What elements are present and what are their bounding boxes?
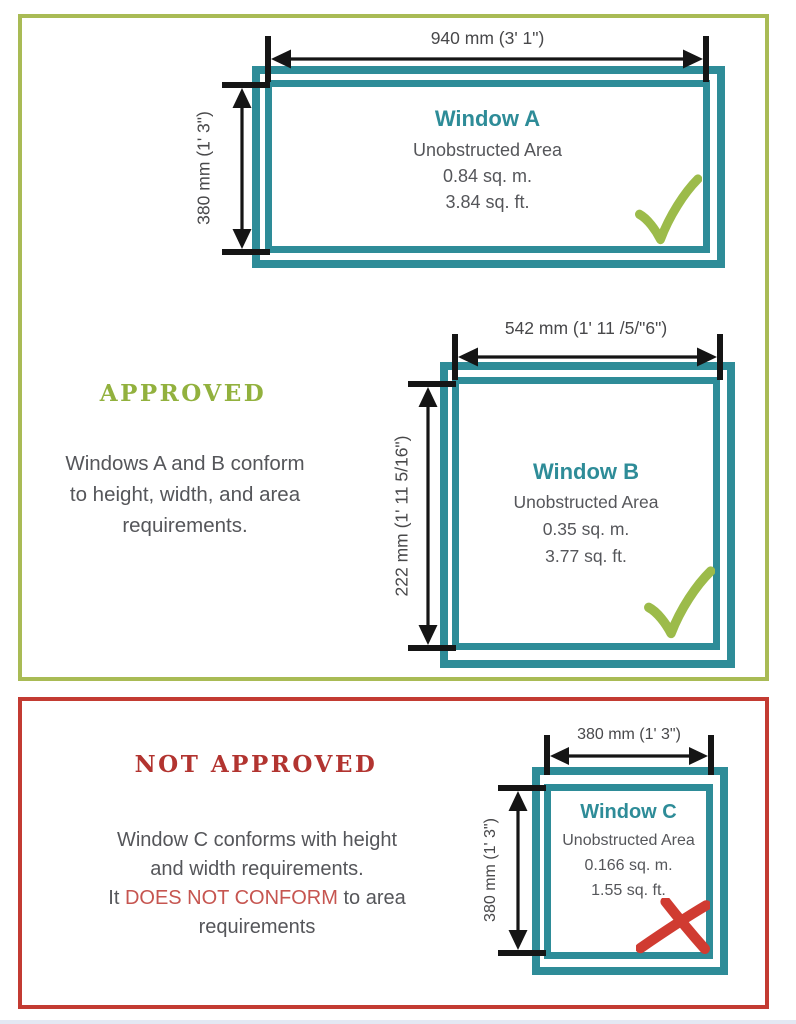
window-c-height-dimension-arrow	[498, 785, 546, 956]
window-b-width-dimension-arrow	[452, 334, 723, 380]
window-c-title: Window C	[580, 801, 677, 823]
does-not-conform-emphasis: DOES NOT CONFORM	[124, 887, 338, 909]
bottom-edge-strip	[0, 1020, 796, 1024]
window-c-text-block: Window C Unobstructed Area 0.166 sq. m. …	[547, 800, 710, 903]
window-a-title: Window A	[434, 106, 541, 131]
not-approved-description: Window C conforms with height and width …	[40, 826, 474, 942]
not-approved-description-line1: Window C conforms with height	[116, 829, 398, 851]
approved-description-line2: to height, width, and area	[69, 483, 301, 506]
not-approved-description-line2: and width requirements.	[150, 858, 364, 880]
window-a-height-dimension-label: 380 mm (1' 3")	[193, 111, 214, 225]
not-approved-section-box	[18, 697, 769, 1009]
window-a-outer-frame	[252, 66, 725, 268]
approved-heading: APPROVED	[99, 380, 267, 407]
window-a-area-label: Unobstructed Area	[412, 140, 563, 160]
line3-prefix: It	[108, 887, 125, 909]
not-approved-description-line3: It DOES NOT CONFORM to area	[40, 884, 474, 913]
window-c-x-mark-icon	[636, 898, 710, 954]
window-b-text-block: Window B Unobstructed Area 0.35 sq. m. 3…	[462, 458, 710, 570]
window-b-title: Window B	[532, 459, 640, 484]
window-c-width-dimension-arrow	[544, 735, 714, 775]
approved-section-box	[18, 14, 769, 681]
window-a-height-dimension-arrow	[222, 82, 270, 255]
window-c-area-imperial: 1.55 sq. ft.	[591, 882, 666, 899]
approved-description-line1: Windows A and B conform	[65, 452, 305, 475]
window-c-inner-frame	[544, 784, 713, 959]
window-a-area-imperial: 3.84 sq. ft.	[445, 192, 530, 212]
window-a-checkmark-icon	[635, 174, 702, 245]
window-a-area-metric: 0.84 sq. m.	[442, 166, 533, 186]
not-approved-description-line4: requirements	[198, 916, 316, 938]
window-b-width-dimension-label: 542 mm (1' 11 /5/"6")	[504, 318, 668, 338]
window-b-outer-frame	[440, 362, 735, 668]
window-b-inner-frame	[452, 377, 720, 650]
window-b-area-label: Unobstructed Area	[513, 492, 659, 512]
line3-suffix: to area	[337, 887, 406, 909]
window-a-width-dimension-label: 940 mm (3' 1")	[430, 28, 545, 48]
window-c-area-label: Unobstructed Area	[562, 832, 695, 849]
window-a-text-block: Window A Unobstructed Area 0.84 sq. m. 3…	[300, 106, 675, 215]
approved-description-line3: requirements.	[122, 514, 248, 537]
approved-description: Windows A and B conform to height, width…	[26, 448, 344, 541]
window-b-area-metric: 0.35 sq. m.	[542, 519, 630, 539]
window-b-area-imperial: 3.77 sq. ft.	[545, 546, 627, 566]
window-a-inner-frame	[265, 80, 710, 253]
window-b-height-dimension-arrow	[408, 381, 456, 651]
window-c-area-metric: 0.166 sq. m.	[584, 857, 673, 874]
window-c-width-dimension-label: 380 mm (1' 3")	[577, 726, 681, 743]
window-a-width-dimension-arrow	[265, 36, 709, 82]
not-approved-heading: NOT APPROVED	[134, 751, 378, 778]
window-b-checkmark-icon	[644, 566, 715, 639]
